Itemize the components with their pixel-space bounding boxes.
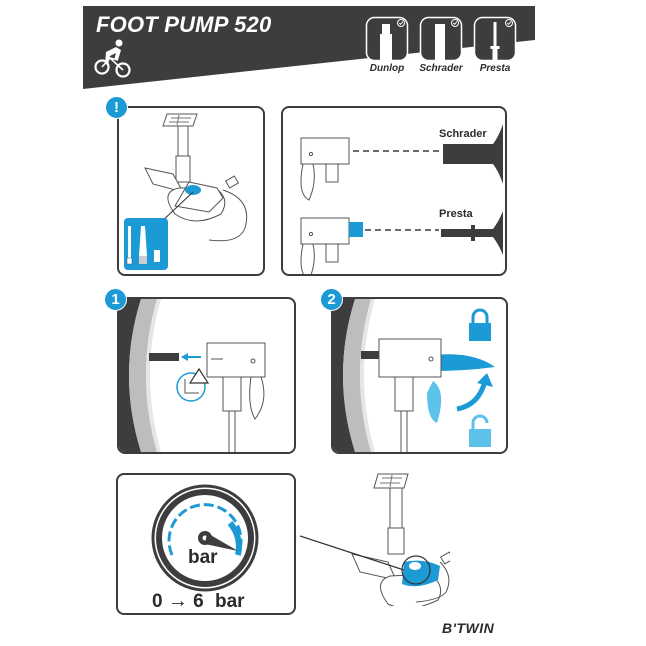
pressure-range: 0 → 6 bar — [152, 590, 245, 613]
btwin-logo: B'TWIN — [442, 620, 495, 636]
range-start: 0 — [152, 591, 163, 612]
step2-illustration — [333, 299, 495, 452]
valve-label-presta: Presta — [479, 63, 511, 74]
step1-panel — [117, 297, 296, 454]
valve-head-comparison — [300, 124, 503, 274]
gauge-panel: bar — [116, 473, 296, 615]
step1-illustration — [119, 299, 266, 452]
pump-adapters-illustration — [124, 113, 248, 270]
step1-badge: 1 — [104, 288, 127, 311]
range-arrow: → — [167, 590, 188, 612]
valve-label-dunlop: Dunlop — [369, 63, 405, 74]
presta-label: Presta — [439, 208, 473, 220]
schrader-valve-icon — [419, 16, 463, 62]
schrader-label: Schrader — [439, 128, 487, 140]
pump-gauge-illustration — [300, 473, 450, 606]
range-end: 6 — [193, 591, 204, 612]
dunlop-valve-icon — [365, 16, 409, 62]
presta-valve-icon — [473, 16, 517, 62]
valve-types-panel: Schrader Presta — [281, 106, 507, 276]
step2-badge: 2 — [320, 288, 343, 311]
pressure-gauge-icon — [151, 484, 259, 592]
step2-panel — [331, 297, 508, 454]
gauge-unit: bar — [188, 547, 218, 568]
cyclist-icon — [94, 39, 131, 78]
valve-label-schrader: Schrader — [419, 63, 463, 74]
range-unit: bar — [215, 591, 245, 612]
warning-badge: ! — [105, 96, 128, 119]
page-title: FOOT PUMP 520 — [96, 12, 272, 37]
warning-panel — [117, 106, 265, 276]
